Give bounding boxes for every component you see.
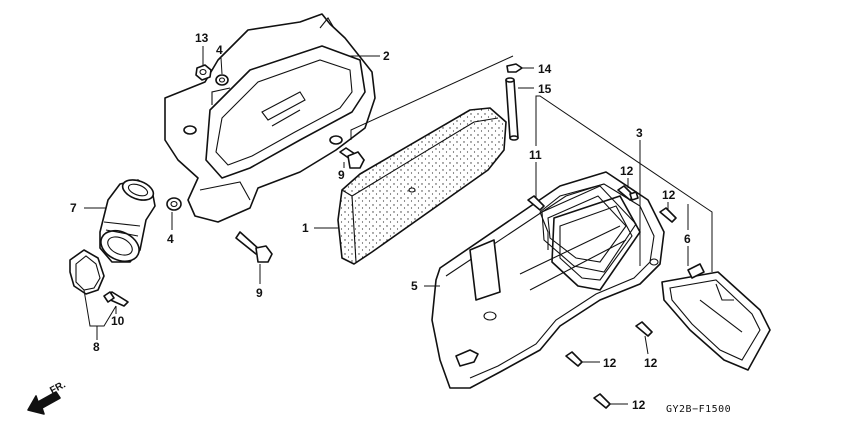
seal-frame-3: [541, 185, 637, 273]
callout-2: 2: [383, 49, 390, 63]
hose-clamp-8: [69, 249, 105, 295]
duct-6: [661, 263, 771, 371]
arrow-icon: [27, 391, 61, 415]
callouts: 13 4 2 14 15 3 11 9 12 12 7 1 4 6 5 9 10…: [70, 31, 691, 412]
air-cleaner-element: [337, 107, 507, 265]
screw-10: [103, 291, 129, 307]
callout-9-lower: 9: [256, 286, 263, 300]
callout-3: 3: [636, 126, 643, 140]
callout-14: 14: [538, 62, 552, 76]
screw-11: [527, 195, 545, 211]
callout-12-d: 12: [603, 356, 617, 370]
connecting-tube-7: [99, 179, 156, 263]
callout-5: 5: [411, 279, 418, 293]
screw-12-b: [659, 207, 677, 223]
callout-12-b: 12: [662, 188, 676, 202]
callout-1: 1: [302, 221, 309, 235]
callout-4-lower: 4: [167, 232, 174, 246]
bolt-9-lower: [235, 231, 273, 263]
callout-12-e: 12: [632, 398, 646, 412]
bolt-9-upper: [339, 147, 365, 169]
leader-lines: [83, 46, 713, 405]
callout-12-c: 12: [644, 356, 658, 370]
callout-7: 7: [70, 201, 77, 215]
air-cleaner-cover-5: [431, 171, 665, 389]
callout-8: 8: [93, 340, 100, 354]
callout-13: 13: [195, 31, 209, 45]
front-direction-arrow: FR.: [27, 379, 68, 415]
direction-label: FR.: [48, 379, 68, 396]
clip-14: [506, 63, 523, 73]
callout-9-upper: 9: [338, 168, 345, 182]
screw-12-e: [593, 393, 611, 409]
grommet-4-upper: [215, 74, 229, 86]
diagram-code: GY2B−F1500: [666, 404, 731, 415]
callout-4-upper: 4: [216, 43, 223, 57]
screw-12-a: [617, 185, 639, 201]
nut-13: [195, 64, 212, 81]
callout-10: 10: [111, 314, 125, 328]
screw-12-c: [635, 321, 653, 337]
callout-12-a: 12: [620, 164, 634, 178]
grommet-4-lower: [166, 197, 182, 211]
screw-12-d: [565, 351, 583, 367]
air-cleaner-case: [164, 13, 376, 223]
drain-tube-15: [505, 77, 519, 141]
callout-6: 6: [684, 232, 691, 246]
callout-11: 11: [529, 148, 542, 162]
callout-15: 15: [538, 82, 552, 96]
